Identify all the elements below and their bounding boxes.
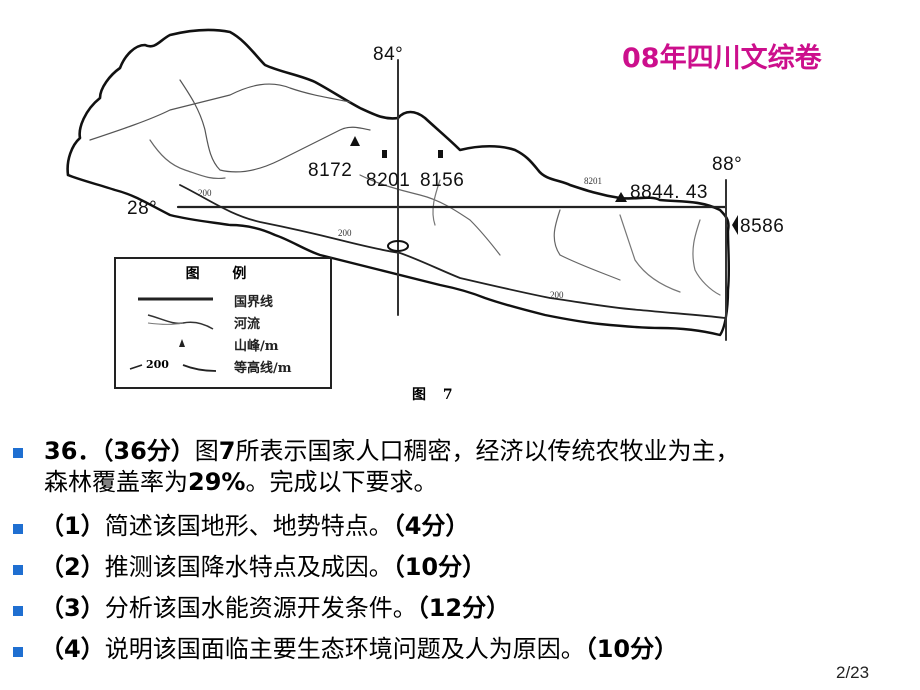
forest-rate: 29% (188, 468, 246, 496)
contour-line-icon (129, 364, 217, 372)
longitude-label-84: 84° (373, 44, 404, 65)
bullet-icon (13, 524, 23, 534)
figure-caption: 图 7 (412, 387, 459, 403)
contour-label: 200 (198, 188, 212, 198)
map-drawing (66, 28, 738, 341)
legend-label: 国界线 (234, 295, 274, 310)
text-seg: 森林覆盖率为 (44, 468, 188, 496)
peak-triangle-icon (179, 339, 185, 347)
peak-label: 8586 (740, 216, 785, 237)
text-seg: 图 (194, 437, 219, 465)
sub-question-text: （4）说明该国面临主要生态环境问题及人为原因。（10分） (40, 634, 678, 665)
bullet-icon (13, 647, 23, 657)
sub-question-text: （3）分析该国水能资源开发条件。（12分） (40, 593, 510, 624)
legend-item-contour: 200 等高线/m (116, 355, 330, 377)
legend-title: 图 例 (185, 266, 261, 282)
latitude-label-28: 28° (127, 198, 158, 219)
text-seg: 简述该国地形、地势特点。 (104, 512, 393, 540)
points: （4分） (392, 512, 470, 540)
points: （10分） (584, 635, 679, 663)
source-title: 08年四川文综卷 (622, 43, 822, 74)
question-main-line1: 36．（36分）图7所表示国家人口稠密，经济以传统农牧业为主， (44, 436, 740, 467)
legend-label: 山峰/m (234, 339, 279, 354)
contour-symbol-value: 200 (146, 358, 169, 371)
sub-question-text: （2）推测该国降水特点及成因。（10分） (40, 552, 486, 583)
points: （12分） (416, 594, 511, 622)
sub-question-text: （1）简述该国地形、地势特点。（4分） (40, 511, 469, 542)
sub-number: （1） (40, 512, 105, 540)
peak-label-small: 8201 (584, 176, 602, 186)
border-line-icon (138, 297, 213, 301)
sub-number: （4） (40, 635, 105, 663)
nepal-map: 84° 88° 28° 8172 8201 8156 8201 8844. 43… (60, 10, 784, 410)
sub-number: （2） (40, 553, 105, 581)
bullet-icon (13, 565, 23, 575)
map-legend: 图 例 国界线 河流 山峰/m 200 等高线/m (114, 257, 332, 389)
river-icon (147, 314, 214, 330)
bullet-icon (13, 606, 23, 616)
figure-number: 7 (218, 437, 236, 465)
contour-label: 200 (550, 290, 564, 300)
text-seg: 所表示国家人口稠密，经济以传统农牧业为主， (235, 437, 740, 465)
question-main-line2: 森林覆盖率为29%。完成以下要求。 (44, 467, 437, 498)
points: （10分） (392, 553, 487, 581)
text-seg: 推测该国降水特点及成因。 (104, 553, 393, 581)
legend-label: 等高线/m (234, 361, 292, 376)
peak-label-everest: 8844. 43 (630, 182, 708, 203)
sub-number: （3） (40, 594, 105, 622)
longitude-label-88: 88° (712, 154, 743, 175)
peak-label: 8156 (420, 170, 465, 191)
bullet-icon (13, 448, 23, 458)
legend-item-river: 河流 (116, 311, 330, 333)
legend-item-border: 国界线 (116, 289, 330, 311)
peak-label: 8201 (366, 170, 411, 191)
text-seg: 说明该国面临主要生态环境问题及人为原因。 (104, 635, 585, 663)
question-number: 36．（36分） (44, 437, 195, 465)
legend-label: 河流 (234, 317, 261, 332)
text-seg: 分析该国水能资源开发条件。 (104, 594, 417, 622)
page-number: 2/23 (836, 663, 870, 682)
legend-item-peak: 山峰/m (116, 333, 330, 355)
contour-label: 200 (338, 228, 352, 238)
peak-label: 8172 (308, 160, 353, 181)
text-seg: 。完成以下要求。 (245, 468, 438, 496)
